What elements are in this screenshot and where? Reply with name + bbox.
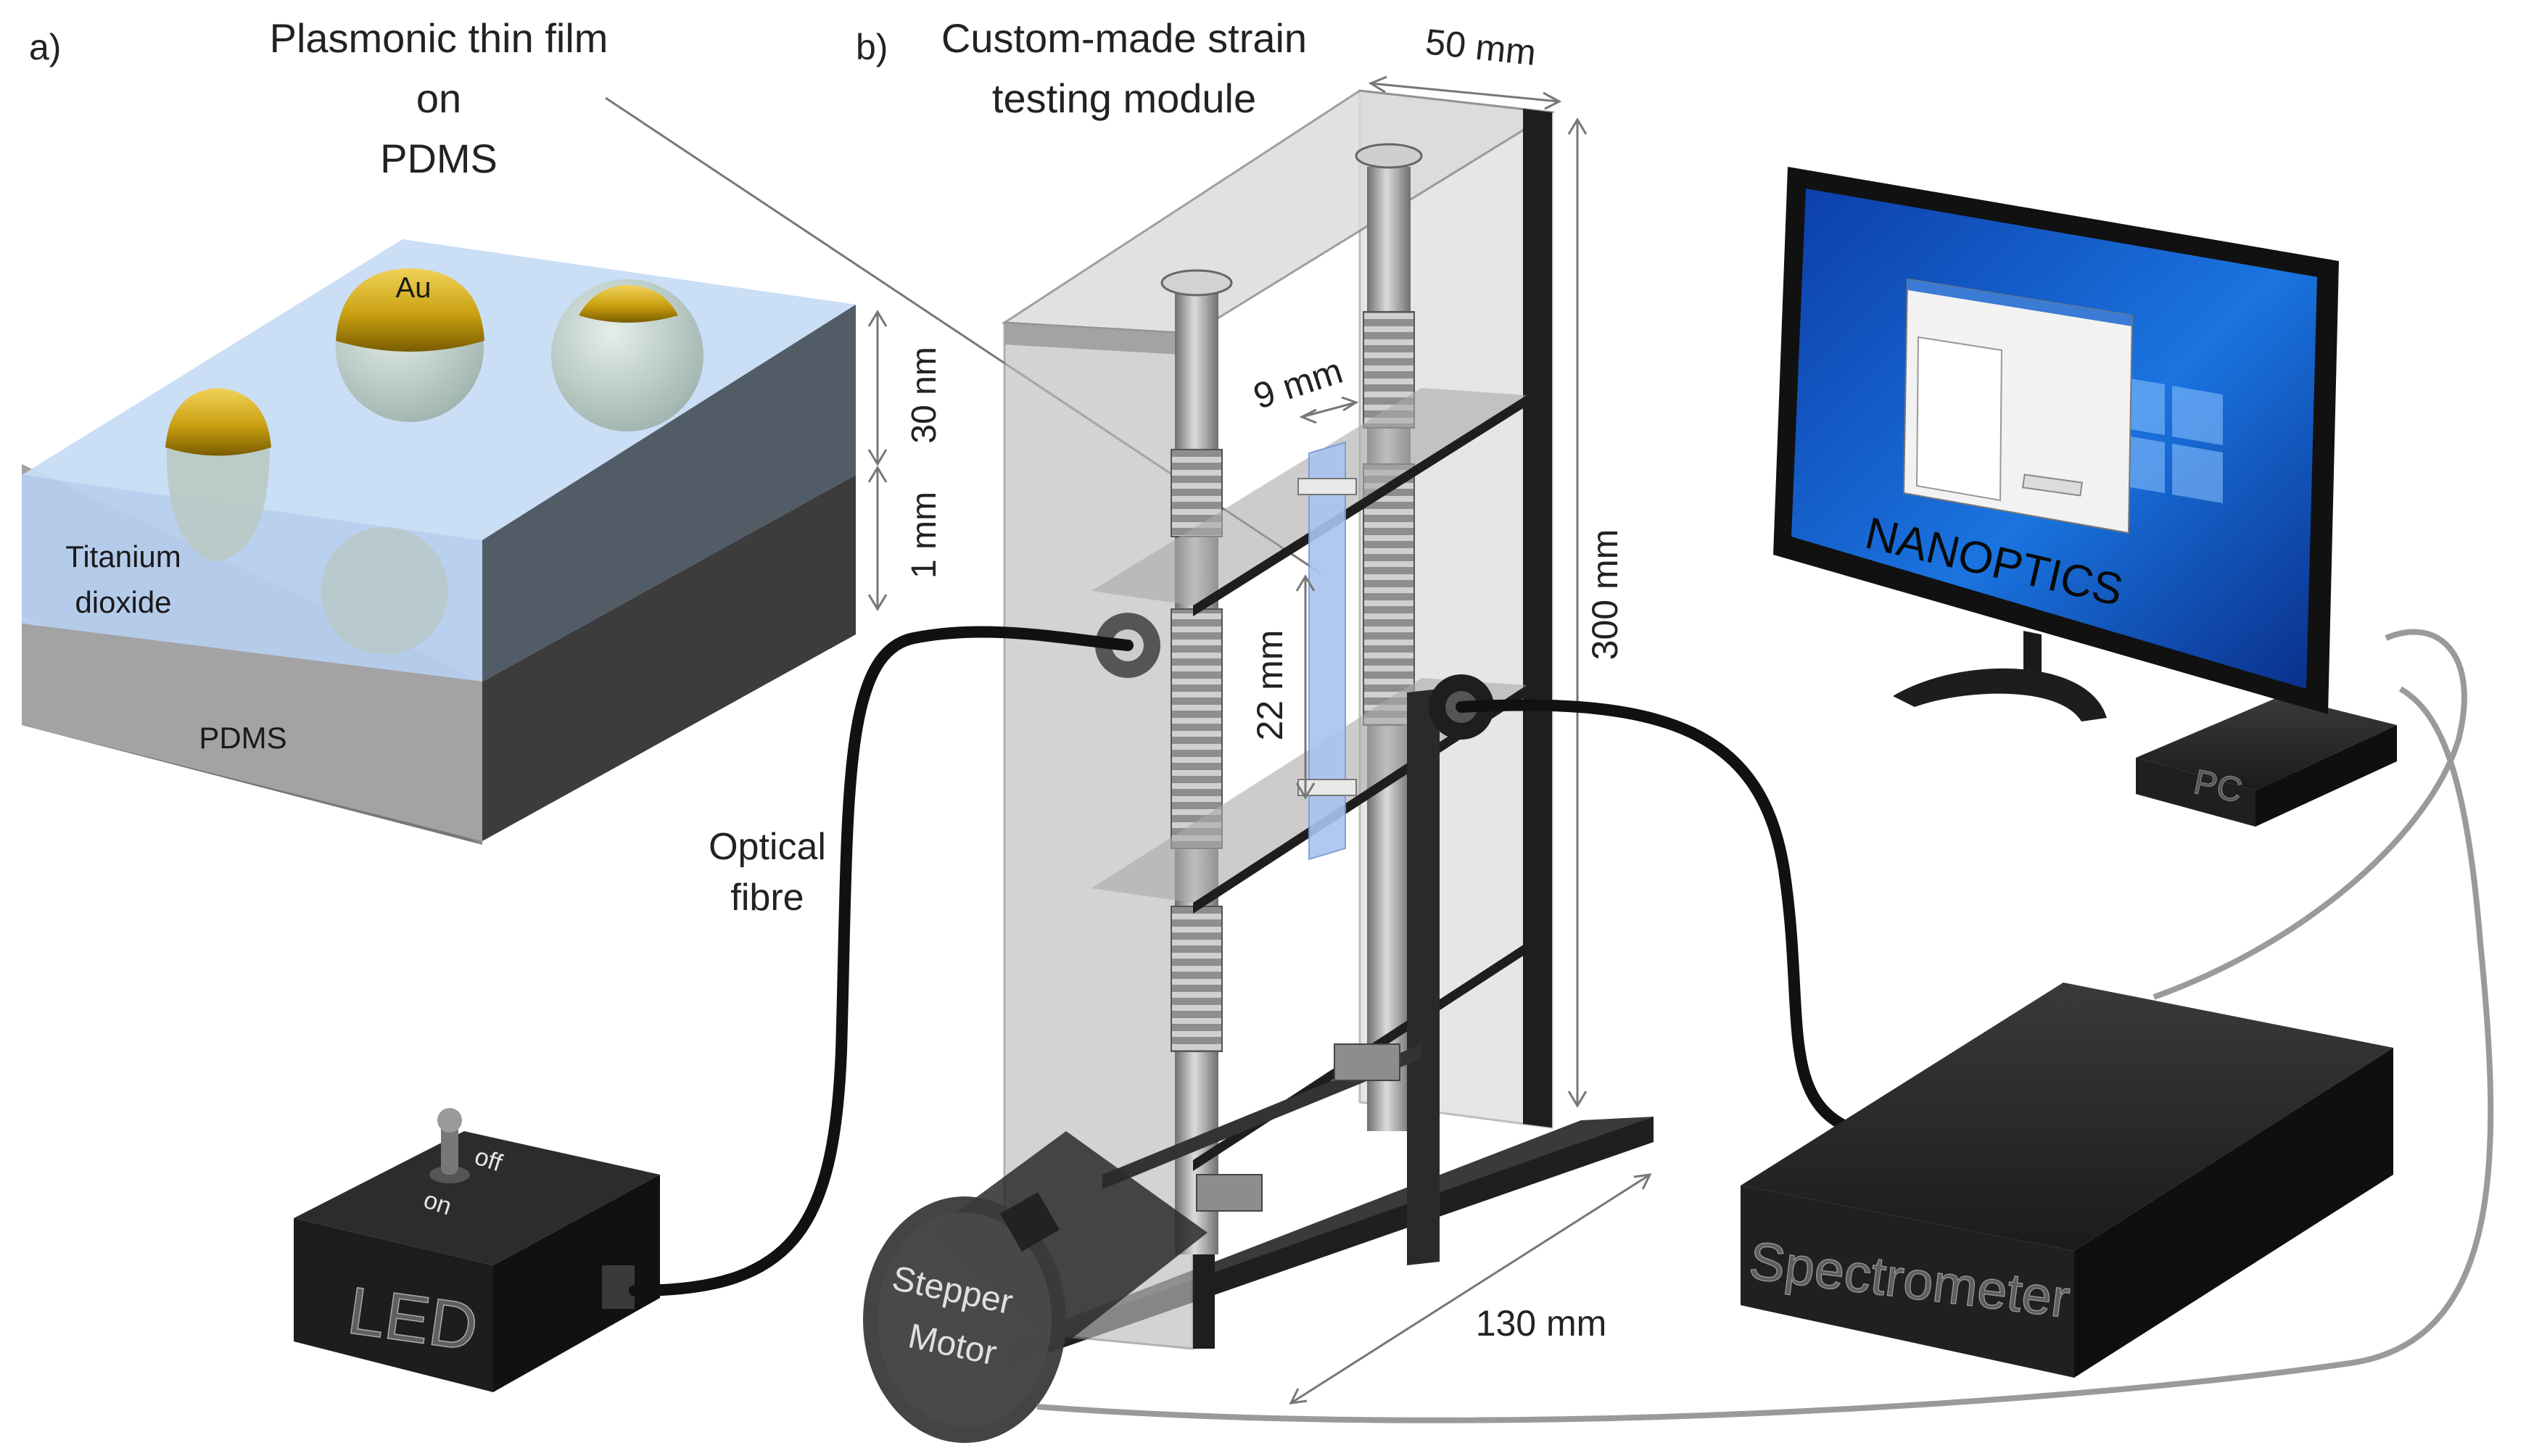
au-label: Au (396, 272, 432, 304)
optical-fibre-led (629, 626, 1134, 1296)
dimension-22mm (1295, 574, 1316, 800)
fibre-label-line2: fibre (730, 877, 804, 919)
pdms-side-face (482, 475, 856, 841)
monitor-stand-neck (2023, 631, 2042, 682)
led-box (294, 1108, 660, 1392)
dim-50mm-text: 50 mm (1424, 21, 1538, 73)
stepper-motor (863, 1131, 1208, 1443)
dimension-50mm (1368, 75, 1562, 110)
pc-box (2136, 696, 2397, 827)
dim-22mm-text: 22 mm (1250, 630, 1290, 741)
pc-label: PC (2190, 763, 2245, 811)
optical-fibre-spectrometer (1456, 699, 1862, 1137)
dimension-30nm (867, 310, 888, 466)
frame-top-edge (1004, 323, 1193, 355)
nanoparticle-3 (551, 279, 703, 431)
pdms-front (22, 624, 482, 841)
nanoparticle-2 (336, 268, 484, 422)
windows-logo-icon (2121, 377, 2223, 503)
nanoparticle-1 (165, 388, 271, 562)
fibre-label-line1: Optical (709, 826, 826, 868)
spectrometer (1741, 983, 2393, 1378)
threaded-rod-front (1160, 269, 1233, 1254)
film-side-face (482, 305, 856, 682)
crossbar-upper (1193, 395, 1527, 616)
panel-b-title-line1: Custom-made strain (941, 15, 1307, 61)
dim-130mm-text: 130 mm (1476, 1303, 1607, 1344)
dim-300mm-text: 300 mm (1585, 529, 1625, 661)
dim-9mm-text: 9 mm (1249, 350, 1347, 417)
software-plot-area (1915, 336, 2003, 502)
dim-1mm-text: 1 mm (905, 492, 944, 579)
software-run-button (2022, 473, 2083, 497)
panel-a-label: a) (29, 27, 61, 67)
panel-b-title-line2: testing module (992, 75, 1256, 121)
dim-30nm-text: 30 nm (905, 347, 944, 443)
tio2-label-line1: Titanium (65, 539, 181, 574)
panel-b: b) Custom-made strain testing module (294, 15, 2494, 1443)
software-window-titlebar (1907, 279, 2132, 326)
panel-a-title-line1: Plasmonic thin film (270, 15, 608, 61)
sample-strip (1308, 441, 1346, 861)
frame-edge-right (1523, 109, 1552, 1128)
dimension-130mm (1289, 1173, 1652, 1405)
panel-a-title-line3: PDMS (380, 136, 498, 181)
led-connector (602, 1265, 635, 1309)
cable-motor-pc (1036, 686, 2494, 1423)
nanoparticle-embedded (321, 527, 448, 655)
cable-spectrometer-pc (2153, 629, 2467, 1000)
monitor (1773, 167, 2339, 721)
panel-a-title-line2: on (416, 75, 461, 121)
panel-b-label: b) (856, 27, 888, 67)
dimension-300mm (1567, 117, 1588, 1108)
gear-lower (1196, 1174, 1263, 1212)
threaded-rod-rear (1355, 143, 1423, 1131)
monitor-stand-base (1893, 668, 2107, 721)
dimension-9mm (1299, 396, 1359, 424)
led-switch-lever[interactable] (441, 1120, 458, 1175)
pdms-label: PDMS (199, 721, 286, 755)
motor-support (1407, 689, 1440, 1265)
dimension-1mm (867, 466, 888, 611)
gear-upper (1334, 1043, 1400, 1081)
panel-a: a) Plasmonic thin film on PDMS (22, 15, 944, 845)
crossbar-lower (1193, 685, 1527, 914)
sample-clamp-bottom (1297, 779, 1357, 796)
tio2-label-line2: dioxide (75, 585, 171, 619)
sample-clamp-top (1297, 478, 1357, 495)
